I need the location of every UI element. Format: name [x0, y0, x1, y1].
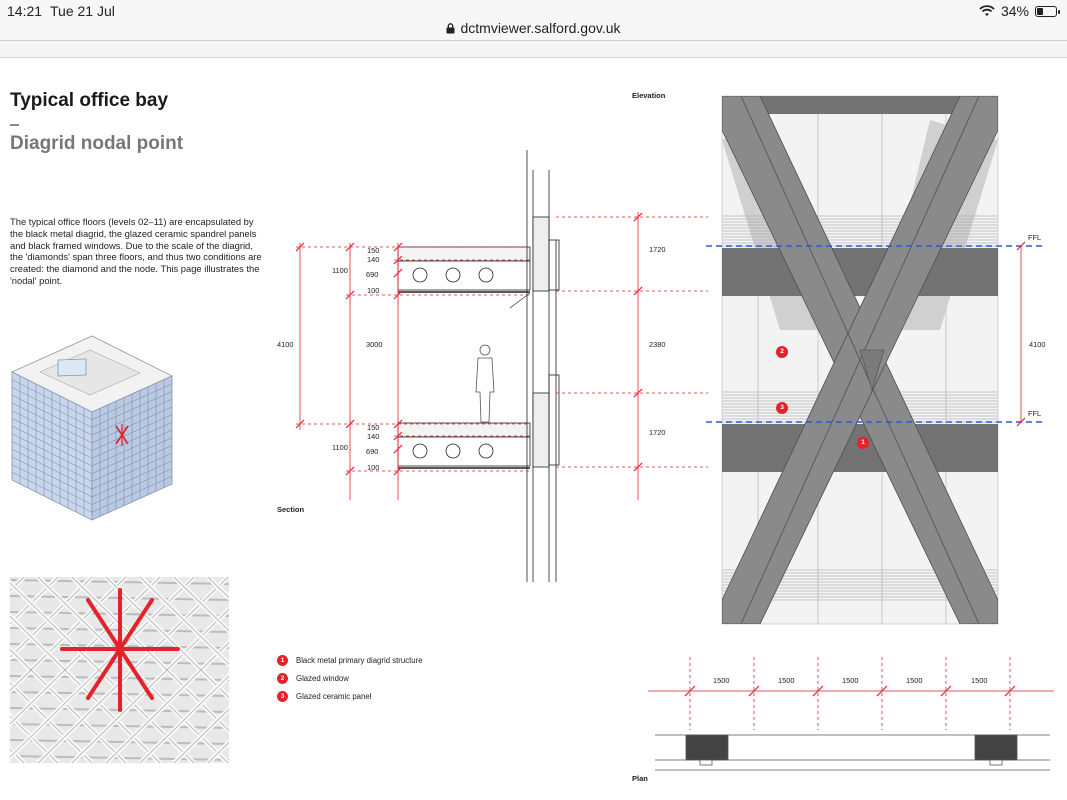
legend-label: Black metal primary diagrid structure [296, 655, 423, 665]
elevation-label: Elevation [632, 91, 666, 100]
url-text: dctmviewer.salford.gov.uk [460, 20, 621, 36]
status-date: Tue 21 Jul [50, 3, 115, 19]
plan-dim-5: 1500 [971, 676, 988, 685]
dim-1720-lower: 1720 [649, 428, 666, 437]
page-subtitle: Diagrid nodal point [10, 133, 184, 154]
dim-1100-upper: 1100 [332, 266, 348, 275]
title-separator [10, 124, 19, 126]
dim-100-upper: 100 [367, 286, 380, 295]
battery-icon [1035, 5, 1060, 17]
legend-label: Glazed window [296, 673, 349, 683]
dim-690-upper: 690 [366, 270, 379, 279]
dim-100-lower: 100 [367, 463, 380, 472]
dim-140-upper: 140 [367, 255, 380, 264]
plan-dim-4: 1500 [906, 676, 923, 685]
marker-2: 2 [776, 346, 788, 358]
status-right: 34% [979, 3, 1060, 19]
marker-1: 1 [857, 437, 869, 449]
dim-140-lower: 140 [367, 432, 380, 441]
intro-paragraph: The typical office floors (levels 02–11)… [10, 216, 262, 286]
dim-4100-elevation: 4100 [1029, 340, 1046, 349]
plan-label: Plan [632, 774, 648, 783]
dim-1100-lower: 1100 [332, 443, 348, 452]
address-bar[interactable]: dctmviewer.salford.gov.uk [0, 18, 1067, 40]
status-time: 14:21 [7, 3, 43, 19]
legend-item: 3 Glazed ceramic panel [277, 687, 423, 705]
plan-dim-1: 1500 [713, 676, 730, 685]
legend-item: 1 Black metal primary diagrid structure [277, 651, 423, 669]
dim-150-upper: 150 [367, 246, 380, 255]
status-bar: 14:21 Tue 21 Jul 34% [0, 0, 1067, 22]
battery-fill [1037, 7, 1043, 15]
battery-percent: 34% [1000, 3, 1029, 19]
legend-number: 1 [277, 654, 288, 666]
ffl-upper-label: FFL [1028, 233, 1042, 242]
legend-item: 2 Glazed window [277, 669, 423, 687]
dim-1720-upper: 1720 [649, 245, 666, 254]
url-field[interactable]: dctmviewer.salford.gov.uk [0, 20, 1067, 36]
legend-number: 2 [277, 672, 288, 684]
plan-dim-3: 1500 [842, 676, 859, 685]
ffl-lower-label: FFL [1028, 409, 1042, 418]
dim-4100-section: 4100 [277, 340, 294, 349]
plan-dim-2: 1500 [778, 676, 795, 685]
section-label: Section [277, 505, 305, 514]
dim-2380: 2380 [649, 340, 666, 349]
page-title: Typical office bay [10, 90, 169, 111]
marker-3: 3 [776, 402, 788, 414]
toolbar-divider [0, 40, 1067, 41]
dim-150-lower: 150 [367, 423, 380, 432]
dim-690-lower: 690 [366, 447, 379, 456]
wifi-icon [979, 5, 995, 16]
dim-3000: 3000 [366, 340, 383, 349]
legend: 1 Black metal primary diagrid structure … [277, 651, 423, 705]
legend-label: Glazed ceramic panel [296, 691, 372, 701]
lock-icon [446, 23, 455, 34]
document-top-band [0, 41, 1067, 58]
legend-number: 3 [277, 690, 288, 702]
